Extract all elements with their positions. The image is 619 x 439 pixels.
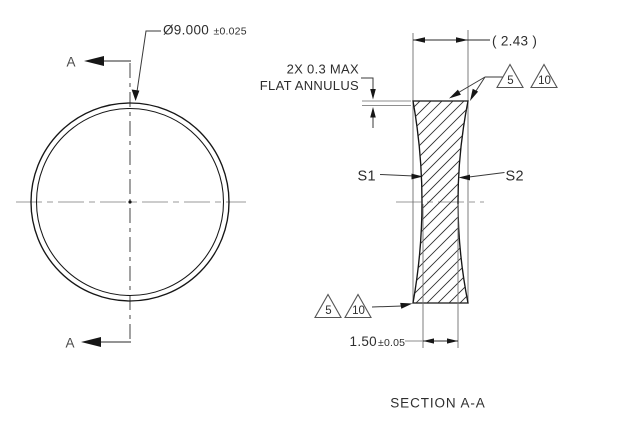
flags-top-arrow-2-icon	[470, 88, 479, 101]
center-dim-arrow-right-icon	[447, 338, 458, 344]
flat-annulus-arrow-up-icon	[370, 107, 376, 118]
flag-triangle-5-top-icon	[496, 63, 524, 89]
edge-dim-arrow-right-icon	[456, 37, 468, 43]
edge-thickness-dimension: ( 2.43 )	[492, 34, 537, 49]
s1-leader-line	[379, 174, 415, 177]
flags-bottom-leader-line	[371, 305, 403, 308]
s2-leader-line	[468, 172, 505, 178]
flag-value-5-bottom: 5	[325, 305, 331, 317]
surface-flags-bottom: 5 10	[314, 293, 413, 319]
center-thickness-tolerance: ±0.05	[378, 337, 405, 349]
cutting-letter-bottom: A	[65, 336, 74, 351]
section-title: SECTION A-A	[390, 396, 485, 411]
lens-section-outline	[412, 100, 469, 304]
center-dim-arrow-left-icon	[423, 338, 434, 344]
flat-annulus-note-line1: 2X 0.3 MAX	[287, 62, 359, 77]
lens-inner-circle	[35, 107, 225, 297]
edge-dim-arrow-left-icon	[413, 37, 425, 43]
surface-flags-top: 5 10	[449, 63, 558, 101]
s1-arrow-icon	[411, 173, 423, 180]
flags-top-branch-1	[455, 76, 486, 95]
flag-triangle-5-bottom-icon	[314, 293, 342, 319]
section-view: ( 2.43 ) 2X 0.3 MAX FLAT ANNULUS S1 S2 1…	[260, 30, 558, 411]
center-thickness-dimension: 1.50	[350, 334, 377, 349]
flag-triangle-10-top-icon	[530, 63, 558, 89]
flag-triangle-10-bottom-icon	[344, 293, 372, 319]
surface-label-s1: S1	[358, 169, 376, 185]
cutting-arrow-bottom-icon	[81, 337, 101, 347]
flag-value-10-top: 10	[538, 75, 551, 87]
flags-bottom-arrow-icon	[400, 302, 413, 309]
flag-value-10-bottom: 10	[352, 305, 365, 317]
flat-annulus-arrow-down-icon	[370, 89, 376, 100]
cutting-arrow-top-icon	[84, 56, 104, 66]
flags-top-arrow-1-icon	[449, 89, 461, 99]
flat-annulus-note-line2: FLAT ANNULUS	[260, 78, 359, 93]
cutting-letter-top: A	[66, 55, 75, 70]
s2-arrow-icon	[458, 174, 470, 181]
lens-outer-circle	[30, 102, 230, 302]
diameter-leader-arrow-icon	[131, 89, 140, 101]
front-view: A A Ø9.000 ±0.025	[16, 23, 247, 351]
center-point	[128, 200, 132, 204]
diameter-dimension: Ø9.000	[163, 23, 209, 38]
diameter-leader-line	[136, 30, 161, 96]
diameter-tolerance: ±0.025	[214, 26, 247, 38]
flag-value-5-top: 5	[507, 75, 513, 87]
surface-label-s2: S2	[506, 169, 524, 185]
